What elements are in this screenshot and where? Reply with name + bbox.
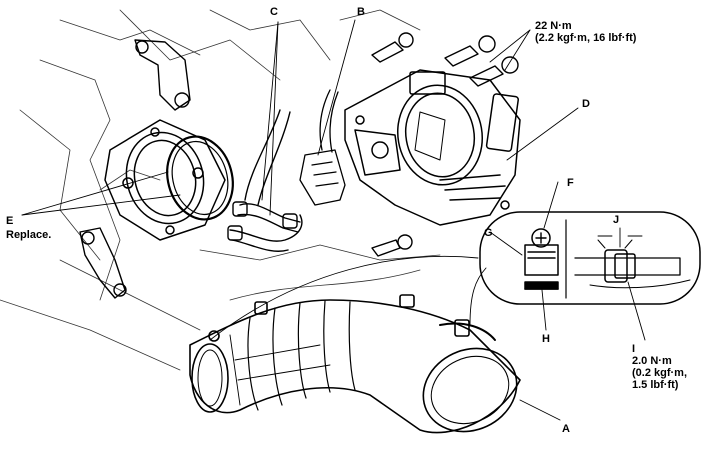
clamp-detail-inset: [479, 211, 701, 305]
intake-manifold-flange: [104, 119, 226, 241]
torque-bolts-alt: (2.2 kgf·m, 16 lbf·ft): [535, 32, 637, 44]
callout-e-note: Replace.: [6, 229, 52, 241]
callout-e: E: [6, 215, 14, 227]
coolant-hoses: [227, 109, 303, 252]
gasket: [166, 135, 234, 221]
throttle-body-bolts: [371, 32, 519, 257]
torque-clamp-kgf: (0.2 kgf·m,: [632, 367, 688, 379]
torque-clamp-lbf: 1.5 lbf·ft): [632, 379, 679, 391]
upper-bracket: [134, 39, 191, 111]
torque-clamp-nm: 2.0 N·m: [632, 355, 672, 367]
callout-j: J: [613, 214, 620, 226]
throttle-body: [344, 69, 521, 226]
callout-c: C: [270, 6, 278, 18]
callout-h: H: [542, 333, 550, 345]
engine-background-lines: [0, 9, 441, 371]
callout-b: B: [357, 6, 365, 18]
torque-bolts-nm: 22 N·m: [535, 20, 572, 32]
intake-air-duct: [189, 294, 521, 434]
callout-d: D: [582, 98, 590, 110]
leader-lines: [21, 19, 646, 421]
callout-i: I: [632, 343, 636, 355]
lower-bracket: [79, 227, 127, 299]
callout-a: A: [562, 423, 570, 435]
callout-f: F: [567, 177, 574, 189]
harness-connector: [299, 89, 346, 206]
callout-g: G: [484, 227, 493, 239]
